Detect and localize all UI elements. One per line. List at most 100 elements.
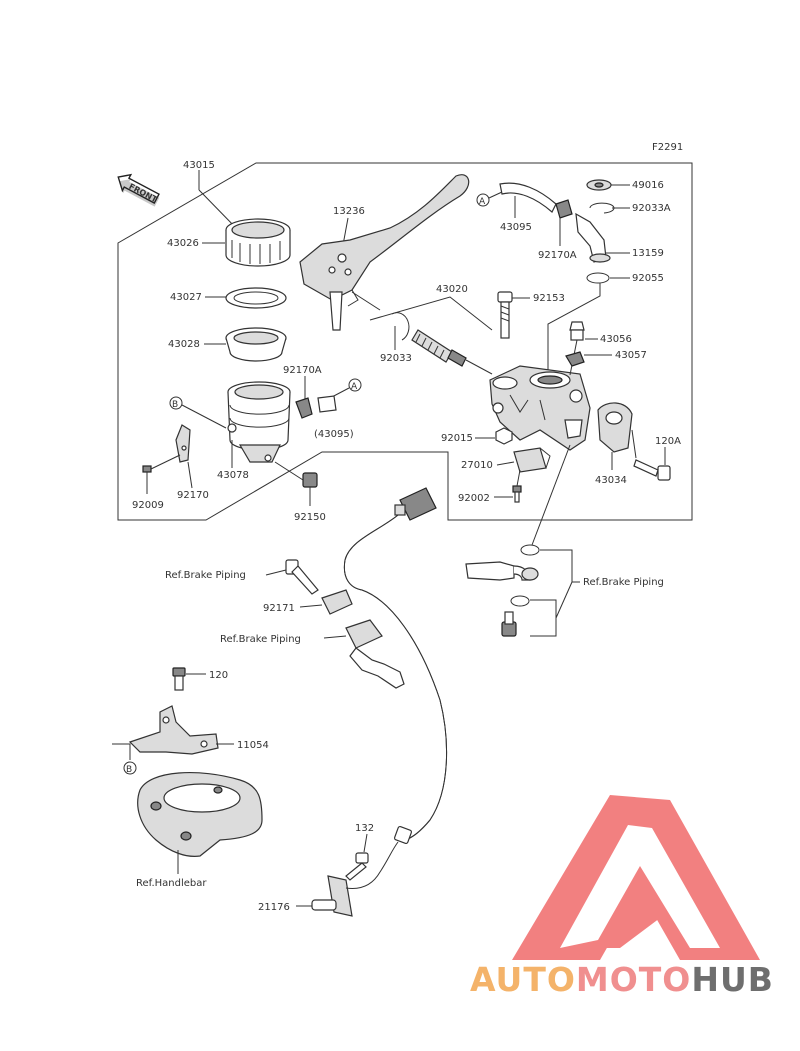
front-brake-switch-21176 — [311, 825, 413, 917]
handlebar-holder — [137, 772, 263, 857]
reservoir-hose-43095 — [499, 182, 557, 213]
ref-marker-b1 — [169, 396, 183, 410]
label-92153: 92153 — [533, 293, 565, 304]
piston-assembly-43020 — [411, 329, 493, 375]
bolt-120 — [172, 667, 186, 691]
label-120a: 120A — [655, 436, 681, 447]
leader-120a-b — [631, 429, 637, 459]
label-a1: A — [351, 382, 358, 392]
gasket-upper — [520, 544, 540, 556]
screw-92009 — [142, 454, 181, 473]
label-92015: 92015 — [441, 433, 473, 444]
ref-marker-b2 — [123, 761, 137, 775]
label-43015: 43015 — [183, 160, 215, 171]
leader-lever-join — [351, 291, 381, 311]
diaphragm-plate-43027 — [225, 287, 287, 309]
label-43057: 43057 — [615, 350, 647, 361]
ref-brake-piping-2: Ref.Brake Piping — [165, 570, 246, 581]
brake-switch-cable-core — [343, 514, 448, 841]
cable-clip — [321, 589, 353, 615]
bleeder-cap-43057 — [565, 351, 585, 367]
diagram-code: F2291 — [652, 142, 683, 153]
brake-hose-end — [345, 619, 405, 689]
label-92170: 92170 — [177, 490, 209, 501]
bracket-43020 — [369, 296, 493, 331]
circlip-92033 — [391, 312, 410, 341]
logo-part-moto: MOTO — [575, 960, 692, 999]
label-43026: 43026 — [167, 238, 199, 249]
label-43095: 43095 — [500, 222, 532, 233]
clamp-92170a-right — [555, 199, 573, 219]
automotohub-logo-text: AUTOMOTOHUB — [470, 960, 774, 999]
label-b2: B — [126, 765, 132, 775]
screw-92002 — [512, 469, 522, 503]
label-11054: 11054 — [237, 740, 269, 751]
master-cylinder-body — [489, 365, 591, 451]
logo-part-auto: AUTO — [470, 960, 576, 999]
label-92002: 92002 — [458, 493, 490, 504]
brake-lever-13236 — [299, 174, 470, 331]
front-arrow-icon: FRONT — [117, 173, 160, 207]
label-43020: 43020 — [436, 284, 468, 295]
ref-brake-piping-1: Ref.Brake Piping — [583, 577, 664, 588]
bracket-ref-piping-1b — [530, 599, 557, 637]
bracket-11054 — [128, 705, 219, 755]
label-43095-paren: (43095) — [314, 429, 354, 440]
ref-marker-a1 — [348, 378, 362, 392]
bracket-ref-piping-1a — [540, 549, 580, 583]
ref-marker-a2 — [476, 193, 490, 207]
label-a2: A — [479, 197, 486, 207]
label-27010: 27010 — [461, 460, 493, 471]
automotohub-logo-mark — [512, 795, 760, 960]
label-92033: 92033 — [380, 353, 412, 364]
label-92170a-right: 92170A — [538, 250, 577, 261]
assembly-outline — [117, 162, 693, 521]
label-92009: 92009 — [132, 500, 164, 511]
reservoir-43078 — [227, 381, 291, 463]
leader-132 — [363, 833, 368, 853]
label-21176: 21176 — [258, 902, 290, 913]
banjo-bolt — [501, 611, 517, 637]
bolt-120a — [633, 459, 671, 481]
label-92055: 92055 — [632, 273, 664, 284]
leader-27010 — [496, 461, 515, 466]
circlip-92033a — [589, 202, 615, 214]
bleeder-43056 — [569, 321, 585, 376]
leader-92170 — [187, 461, 193, 489]
ref-handlebar: Ref.Handlebar — [136, 878, 207, 889]
diaphragm-43028 — [225, 327, 287, 362]
label-92033a: 92033A — [632, 203, 671, 214]
leader-banjo-chain — [531, 444, 571, 546]
label-b1: B — [172, 400, 178, 410]
ref-brake-piping-3: Ref.Brake Piping — [220, 634, 301, 645]
clamp-holder-43034 — [597, 402, 633, 453]
screw-132 — [345, 852, 369, 881]
logo-part-hub: HUB — [691, 960, 774, 999]
brake-switch-27010 — [513, 447, 551, 473]
screw-92150 — [274, 461, 318, 488]
label-92150: 92150 — [294, 512, 326, 523]
hose-stub-43095 — [317, 395, 337, 413]
clamp-92170a-left — [295, 397, 313, 419]
label-43027: 43027 — [170, 292, 202, 303]
label-43078: 43078 — [217, 470, 249, 481]
leader-b2 — [112, 743, 131, 760]
leader-a2 — [488, 191, 503, 199]
switch-connector — [394, 487, 437, 521]
bolt-92171 — [285, 559, 319, 595]
label-92171: 92171 — [263, 603, 295, 614]
banjo-fitting — [465, 561, 539, 581]
label-13236: 13236 — [333, 206, 365, 217]
label-43028: 43028 — [168, 339, 200, 350]
nut-92015 — [495, 427, 513, 445]
label-43034: 43034 — [595, 475, 627, 486]
leader-ref-piping-3 — [323, 635, 347, 639]
oring-92055 — [586, 272, 610, 284]
label-49016: 49016 — [632, 180, 664, 191]
label-132: 132 — [355, 823, 374, 834]
hose-fitting-13159 — [575, 212, 611, 263]
bracket-92170 — [175, 424, 191, 463]
leader-b1 — [181, 404, 227, 429]
leader-fitting-chain — [547, 283, 601, 370]
